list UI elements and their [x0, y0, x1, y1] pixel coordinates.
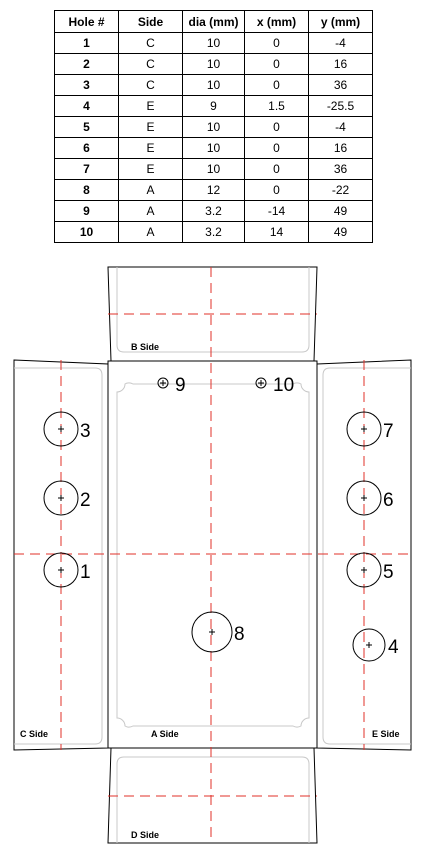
cell-y: 16	[308, 53, 373, 75]
hole-circle	[43, 552, 79, 588]
cell-dia: 10	[182, 53, 245, 75]
cell-side: A	[118, 221, 183, 243]
holes-table: Hole # Side dia (mm) x (mm) y (mm) 1 C 1…	[54, 10, 373, 243]
cell-y: -22	[308, 179, 373, 201]
panel-b-inner-outline	[116, 267, 310, 353]
hole-label: 9	[175, 375, 186, 396]
hole-1: 1	[43, 552, 91, 588]
hole-8: 8	[191, 611, 245, 653]
hole-9: 9	[157, 375, 186, 396]
hole-label: 3	[80, 421, 91, 442]
hole-center-mark	[58, 567, 64, 573]
hole-10: 10	[255, 375, 294, 396]
hole-label: 5	[383, 562, 394, 583]
hole-label: 6	[383, 490, 394, 511]
hole-circle	[346, 411, 382, 447]
panel-d-outline	[107, 747, 318, 844]
hole-circle	[346, 552, 382, 588]
hole-center-mark	[361, 426, 367, 432]
cell-hole: 10	[54, 221, 119, 243]
hole-label: 7	[383, 421, 394, 442]
hole-label: 4	[388, 637, 399, 658]
table-row: 6 E 10 0 16	[54, 137, 373, 159]
side-label-b: B Side	[131, 342, 159, 352]
panel-e: E Side	[316, 359, 412, 751]
side-label-e: E Side	[372, 729, 400, 739]
cell-dia: 3.2	[182, 200, 245, 222]
hole-label: 2	[80, 490, 91, 511]
holes: 1 2 3 4 5 6 7	[43, 375, 399, 662]
cell-x: 14	[244, 221, 309, 243]
panel-c-inner-outline	[14, 367, 103, 745]
hole-circle	[346, 480, 382, 516]
centerlines	[14, 267, 411, 843]
hole-4: 4	[352, 628, 399, 662]
hole-circle	[255, 377, 267, 389]
panel-e-outline	[316, 359, 412, 751]
hole-circle	[157, 377, 169, 389]
hole-center-mark	[58, 426, 64, 432]
hole-circle	[352, 628, 386, 662]
table-row: 5 E 10 0 -4	[54, 116, 373, 138]
table-header-row: Hole # Side dia (mm) x (mm) y (mm)	[54, 10, 373, 33]
table-row: 2 C 10 0 16	[54, 53, 373, 75]
cell-y: 36	[308, 74, 373, 96]
hole-center-mark	[58, 495, 64, 501]
hole-2: 2	[43, 480, 91, 516]
table-row: 8 A 12 0 -22	[54, 179, 373, 201]
hole-circle	[43, 480, 79, 516]
hole-7: 7	[346, 411, 394, 447]
hole-circle	[191, 611, 233, 653]
hole-6: 6	[346, 480, 394, 516]
panel-a-inner-outline	[116, 382, 310, 728]
hole-label: 1	[80, 562, 91, 583]
hole-label: 8	[234, 624, 245, 645]
hole-center-mark	[258, 380, 264, 386]
hole-center-mark	[160, 380, 166, 386]
hole-center-mark	[361, 567, 367, 573]
panel-d-inner-outline	[116, 756, 310, 843]
hole-center-mark	[209, 629, 215, 635]
hole-center-mark	[366, 642, 372, 648]
cell-dia: 10	[182, 158, 245, 180]
hole-circle	[43, 411, 79, 447]
side-label-c: C Side	[20, 729, 48, 739]
cell-y: 49	[308, 221, 373, 243]
panel-e-inner-outline	[322, 367, 411, 745]
table-row: 10 A 3.2 14 49	[54, 221, 373, 243]
header-y: y (mm)	[308, 10, 373, 33]
side-label-d: D Side	[131, 830, 159, 840]
hole-label: 10	[273, 375, 294, 396]
panel-d: D Side	[107, 747, 318, 844]
hole-5: 5	[346, 552, 394, 588]
hole-center-mark	[361, 495, 367, 501]
side-label-a: A Side	[151, 729, 179, 739]
hole-3: 3	[43, 411, 91, 447]
